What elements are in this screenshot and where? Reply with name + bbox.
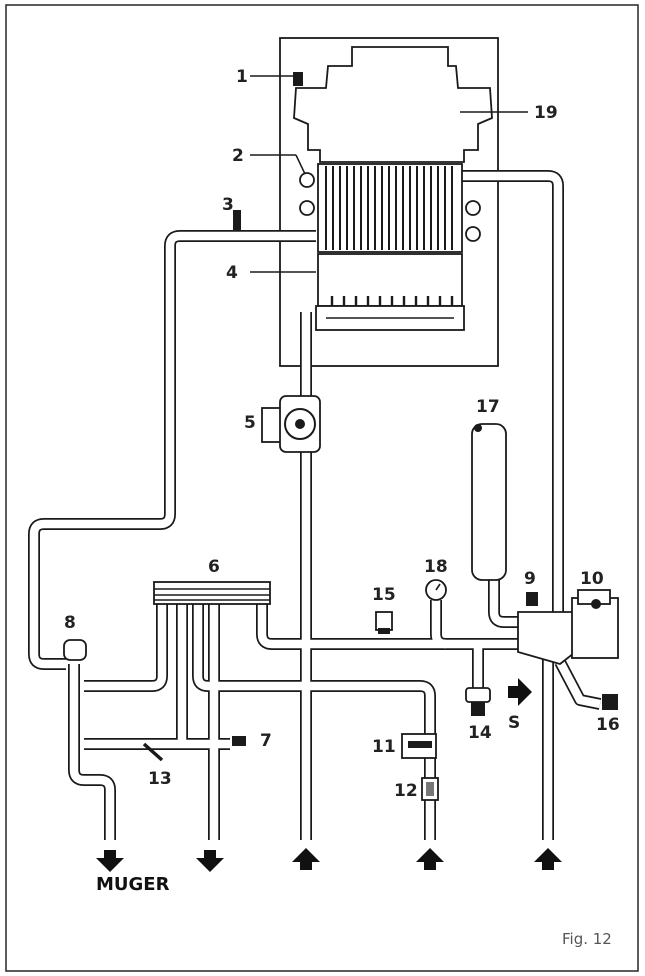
arrow-up-3 [534,848,562,870]
pipe-network [28,170,602,840]
air-vent [293,72,303,86]
label-15: 15 [372,585,396,605]
bypass-valve [142,742,164,762]
circulation-pump [261,395,321,453]
label-14: 14 [468,723,492,743]
label-6: 6 [208,557,220,577]
pressure-switch [375,611,393,634]
label-4: 4 [226,263,238,283]
label-3: 3 [222,195,234,215]
muger-label: MUGER [96,874,170,895]
drain-tap [232,736,246,746]
heat-exchanger [299,163,481,253]
water-drain-fitting [602,694,618,710]
label-19: 19 [534,103,558,123]
boiler-housing [279,37,499,367]
arrow-down-1 [96,850,124,872]
label-13: 13 [148,769,172,789]
figure-border [5,4,639,972]
fill-tap [465,687,491,716]
arrow-right-s [508,678,532,706]
label-8: 8 [64,613,76,633]
inlet-filter [421,777,439,801]
label-s: S [508,713,520,733]
label-9: 9 [524,569,536,589]
diverter-valve [517,589,619,665]
label-5: 5 [244,413,256,433]
plate-heat-exchanger [153,581,271,605]
flue-hood [293,46,493,163]
label-10: 10 [580,569,604,589]
leader-lines [250,75,528,273]
burner [315,296,465,331]
arrow-down-2 [196,850,224,872]
flow-limiter [401,733,437,759]
label-1: 1 [236,67,248,87]
label-11: 11 [372,737,396,757]
label-12: 12 [394,781,418,801]
label-18: 18 [424,557,448,577]
temperature-sensor [233,210,241,230]
flow-switch [526,592,538,606]
pressure-gauge [425,579,447,601]
label-17: 17 [476,397,500,417]
arrow-up-2 [416,848,444,870]
safety-valve [63,639,87,661]
label-2: 2 [232,146,244,166]
expansion-vessel [471,423,507,581]
figure-caption: Fig. 12 [562,930,612,948]
label-16: 16 [596,715,620,735]
label-7: 7 [260,731,272,751]
arrow-up-1 [292,848,320,870]
flow-arrows [96,678,562,872]
